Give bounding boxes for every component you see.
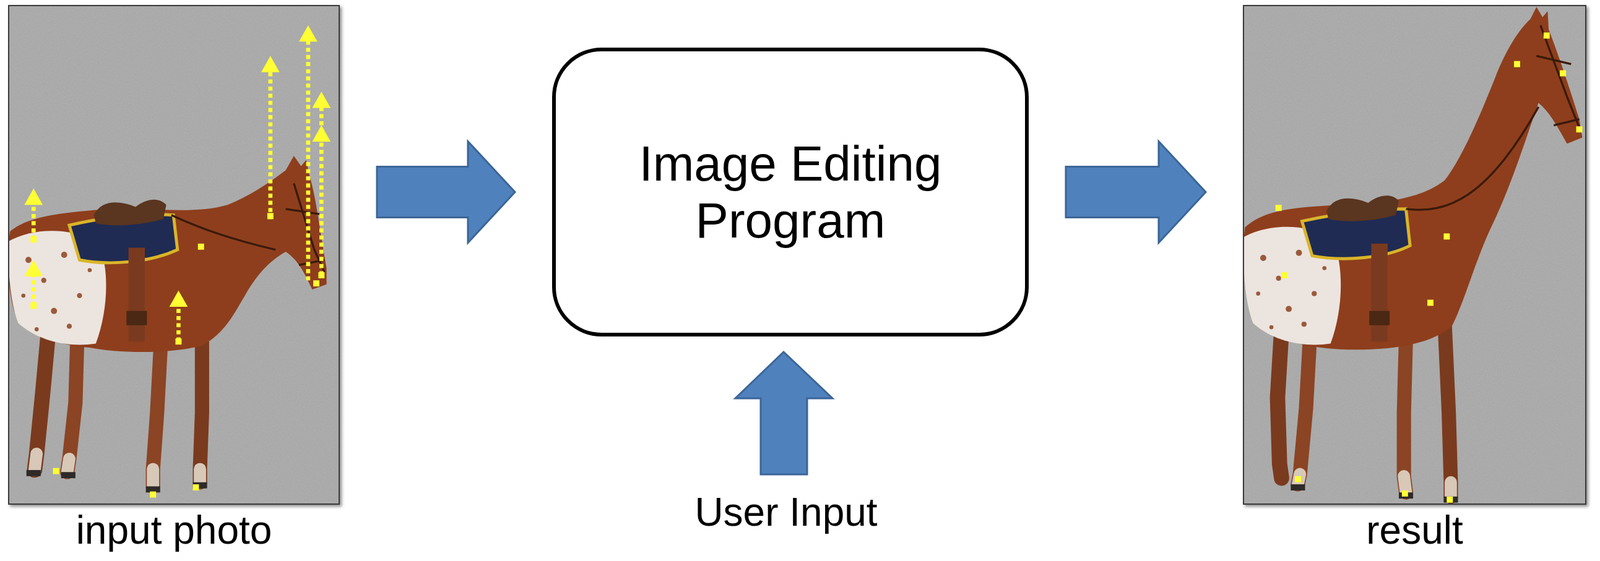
photo-frame: input photo (8, 4, 340, 506)
photo-frame: result (1242, 4, 1587, 506)
block-arrow (376, 141, 515, 244)
result-photo-image (1242, 4, 1587, 506)
photo-caption: result (1366, 508, 1464, 553)
input-label: User Input (694, 490, 878, 535)
photo-caption: input photo (76, 508, 273, 553)
process-box: Image Editing Program (552, 47, 1029, 337)
process-label: Image Editing Program (555, 135, 1025, 250)
input-photo-image (8, 4, 340, 506)
input-arrow (735, 352, 833, 475)
block-arrow (1065, 141, 1206, 244)
